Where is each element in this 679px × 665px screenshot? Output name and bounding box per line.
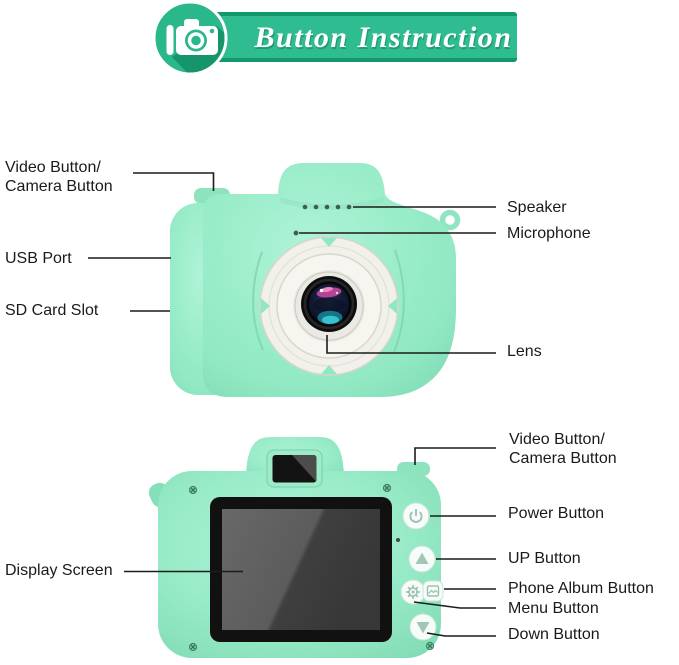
lens bbox=[259, 236, 399, 376]
banner-camera-icon bbox=[152, 0, 228, 76]
screws bbox=[188, 483, 435, 652]
label-sd-card-slot: SD Card Slot bbox=[5, 302, 99, 319]
label-phone-album-button: Phone Album Button bbox=[508, 580, 654, 597]
label-down-button: Down Button bbox=[508, 626, 600, 643]
power-button bbox=[402, 502, 430, 530]
camera-front bbox=[170, 163, 461, 397]
label-menu-button: Menu Button bbox=[508, 600, 599, 617]
label-microphone: Microphone bbox=[507, 225, 591, 242]
microphone-hole bbox=[293, 230, 299, 236]
indicator-dot bbox=[396, 538, 400, 542]
label-usb-port: USB Port bbox=[5, 250, 72, 267]
label-lens: Lens bbox=[507, 343, 542, 360]
banner-title: Button Instruction bbox=[254, 21, 513, 54]
label-display-screen: Display Screen bbox=[5, 562, 113, 579]
strap-loop bbox=[439, 209, 461, 231]
camera-back bbox=[148, 437, 444, 658]
up-button bbox=[408, 545, 436, 573]
label-speaker: Speaker bbox=[507, 199, 567, 216]
menu-button bbox=[400, 579, 426, 605]
banner-bar bbox=[200, 12, 517, 62]
label-video-button-back: Video Button/ Camera Button bbox=[509, 431, 617, 467]
label-video-button-front: Video Button/ Camera Button bbox=[5, 159, 113, 195]
label-up-button: UP Button bbox=[508, 550, 581, 567]
down-button bbox=[409, 613, 437, 641]
speaker-dots bbox=[302, 204, 352, 210]
viewfinder bbox=[266, 449, 323, 488]
label-power-button: Power Button bbox=[508, 505, 605, 522]
phone-album-button bbox=[422, 580, 444, 602]
connector-lines bbox=[88, 172, 496, 637]
display-screen bbox=[222, 509, 380, 630]
